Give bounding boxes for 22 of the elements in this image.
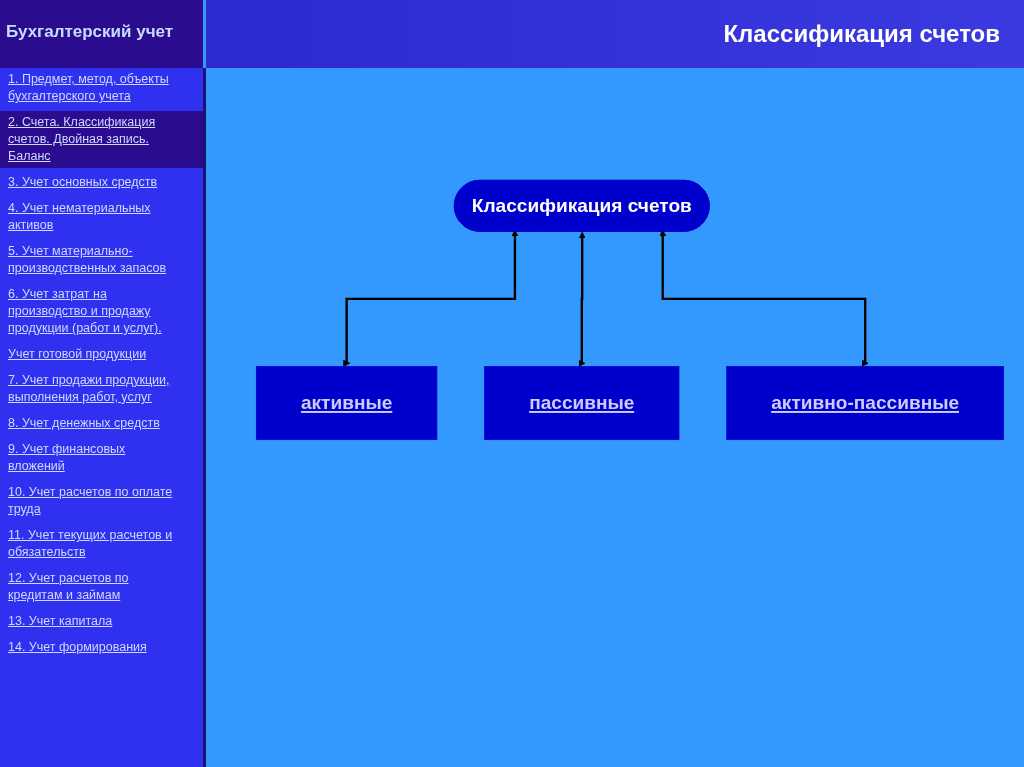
menu-link: 8. Учет денежных средств	[7, 415, 161, 432]
menu-link: 1. Предмет, метод, объекты бухгалтерского учета	[7, 71, 170, 105]
menu-link: 3. Учет основных средств	[7, 174, 159, 191]
menu-link: 9. Учет финансовых вложений	[7, 441, 127, 475]
category-box: активные	[255, 366, 438, 441]
section-heading: Бухгалтерский учет	[6, 22, 174, 42]
menu-link: 5. Учет материально-производственных запасов	[7, 243, 168, 277]
menu-link: 14. Учет формирования	[7, 639, 148, 656]
menu-link: 7. Учет продажи продукции, выполнения работ, услуг	[7, 372, 171, 406]
category-box: пассивные	[484, 366, 680, 441]
menu-link: 11. Учет текущих расчетов и обязательств	[7, 527, 174, 561]
menu-link: 12. Учет расчетов по кредитам и займам	[7, 570, 130, 604]
menu-link: 13. Учет капитала	[7, 613, 114, 630]
menu-link: 4. Учет нематериальных активов	[7, 200, 152, 234]
category-ellipse: Классификация счетов	[453, 179, 710, 232]
menu-link: 6. Учет затрат на производство и продажу продукции (работ и услуг).	[7, 286, 163, 337]
active-menu-link: 2. Счета. Классификация счетов. Двойная запись. Баланс	[0, 111, 203, 168]
menu-link: 10. Учет расчетов по оплате труда	[7, 484, 174, 518]
double-arrow	[578, 231, 586, 367]
menu-link: Учет готовой продукции	[7, 346, 148, 363]
category-box: активно-пассивные	[726, 366, 1005, 441]
slide-title: Классификация счетов	[723, 20, 1000, 48]
